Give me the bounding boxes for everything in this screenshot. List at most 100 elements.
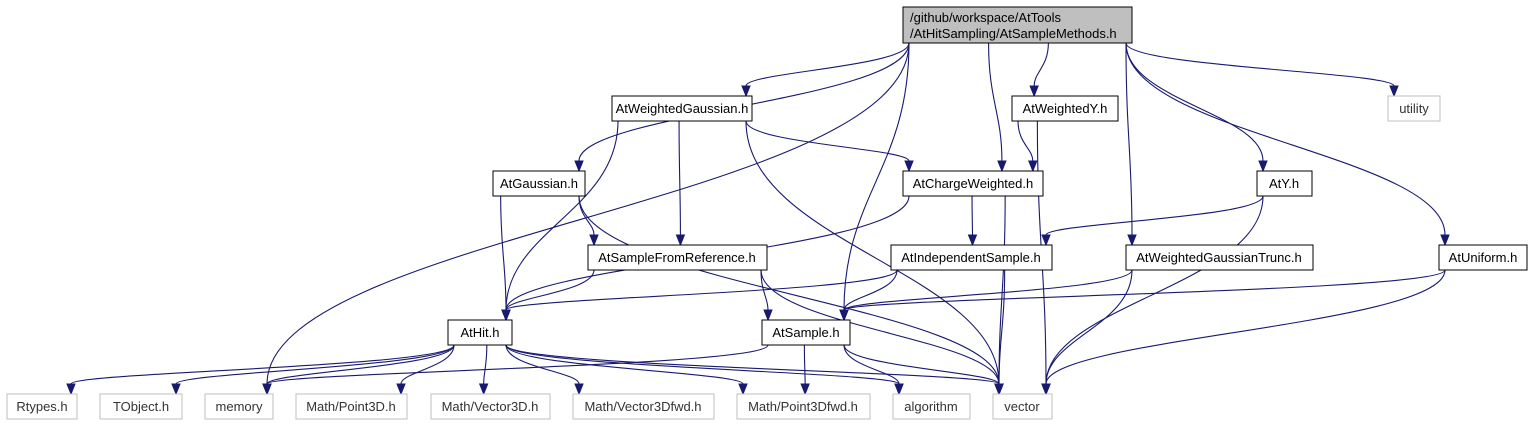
edge-AtWeightedY-to-AtChargeWeighted (1017, 120, 1038, 173)
edge-arrowhead (574, 160, 584, 173)
root-path-line1: /github/workspace/AtTools (910, 10, 1062, 25)
edge-arrowhead (589, 234, 599, 247)
edge-line (843, 269, 898, 311)
edge-AtY-to-vector (1041, 195, 1264, 396)
node-utility[interactable]: utility (1387, 95, 1441, 122)
edge-AtGaussian-to-AtSampleFromReference (578, 195, 599, 247)
node-root-AtSampleMethods[interactable]: /github/workspace/AtTools /AtHitSampling… (902, 6, 1133, 44)
node-AtHit[interactable]: AtHit.h (447, 319, 513, 346)
edge-line (803, 344, 806, 385)
edge-line (1125, 42, 1264, 162)
edge-arrowhead (800, 383, 810, 396)
edge-arrowhead (1041, 234, 1051, 247)
node-Math-Vector3Dfwd[interactable]: Math/Vector3Dfwd.h (572, 393, 715, 420)
edge-line (505, 344, 900, 385)
root-path-line2: /AtHitSampling/AtSampleMethods.h (910, 26, 1117, 41)
label-algorithm: algorithm (904, 399, 957, 414)
label-AtIndependentSample: AtIndependentSample.h (901, 250, 1041, 265)
node-algorithm[interactable]: algorithm (892, 393, 971, 420)
node-Math-Point3Dfwd[interactable]: Math/Point3Dfwd.h (736, 393, 871, 420)
node-Math-Point3D[interactable]: Math/Point3D.h (295, 393, 408, 420)
edge-arrowhead (1029, 85, 1039, 98)
edge-line (1033, 42, 1049, 87)
label-AtHit: AtHit.h (460, 325, 499, 340)
edge-AtWeightedGaussianTrunc-to-AtSample (839, 269, 1133, 322)
edge-line (505, 269, 595, 311)
edge-AtSample-to-Point3Dfwd (800, 344, 810, 396)
edge-line (505, 344, 580, 385)
label-Math-Point3Dfwd: Math/Point3Dfwd.h (748, 399, 858, 414)
label-AtY: AtY.h (1269, 176, 1299, 191)
node-Rtypes[interactable]: Rtypes.h (6, 393, 78, 420)
edge-AtHit-to-Point3Dfwd (505, 344, 748, 396)
node-TObject[interactable]: TObject.h (99, 393, 183, 420)
node-memory[interactable]: memory (204, 393, 274, 420)
edge-line (1045, 269, 1446, 385)
edge-root-to-AtWeightedGaussian (741, 42, 910, 98)
edge-line (678, 120, 681, 236)
edge-arrowhead (738, 383, 748, 396)
edge-line (505, 344, 1000, 385)
edge-arrowhead (967, 234, 978, 247)
edge-arrowhead (66, 383, 76, 396)
node-AtWeightedY[interactable]: AtWeightedY.h (1011, 95, 1119, 122)
label-AtWeightedY: AtWeightedY.h (1023, 101, 1108, 116)
edge-arrowhead (904, 160, 914, 173)
label-AtWeightedGaussianTrunc: AtWeightedGaussianTrunc.h (1136, 250, 1301, 265)
edge-AtHit-to-Rtypes (66, 344, 455, 396)
node-AtWeightedGaussian[interactable]: AtWeightedGaussian.h (611, 95, 753, 122)
node-AtUniform[interactable]: AtUniform.h (1438, 244, 1528, 271)
label-memory: memory (216, 399, 263, 414)
node-AtWeightedGaussianTrunc[interactable]: AtWeightedGaussianTrunc.h (1125, 244, 1314, 271)
edge-line (578, 195, 1000, 385)
edge-line (745, 120, 1000, 385)
node-AtGaussian[interactable]: AtGaussian.h (492, 170, 586, 197)
node-vector[interactable]: vector (992, 393, 1053, 420)
edge-AtWeightedGaussian-to-AtHit (501, 120, 619, 322)
edge-AtWeightedGaussianTrunc-to-vector (1041, 269, 1133, 396)
node-AtSample[interactable]: AtSample.h (761, 319, 851, 346)
edge-line (998, 269, 1006, 385)
node-AtChargeWeighted[interactable]: AtChargeWeighted.h (902, 170, 1044, 197)
edge-arrowhead (478, 383, 489, 396)
edge-line (1125, 42, 1395, 87)
edge-root-to-AtWeightedY (1029, 42, 1049, 98)
edge-AtSample-to-vector (843, 344, 1004, 396)
edge-AtGaussian-to-AtHit (500, 195, 511, 322)
edge-AtSample-to-algorithm (843, 344, 904, 396)
edge-line (1125, 42, 1133, 236)
edge-line (500, 195, 507, 311)
edge-AtY-to-AtIndependentSample (1041, 195, 1264, 247)
edge-arrowhead (763, 309, 773, 322)
node-AtY[interactable]: AtY.h (1256, 170, 1313, 197)
edge-line (175, 344, 455, 385)
label-AtGaussian: AtGaussian.h (500, 176, 578, 191)
label-vector: vector (1004, 399, 1040, 414)
edge-root-to-utility (1125, 42, 1399, 98)
edge-arrowhead (675, 234, 686, 247)
edge-line (843, 344, 900, 385)
label-AtChargeWeighted: AtChargeWeighted.h (913, 176, 1033, 191)
label-Rtypes: Rtypes.h (16, 399, 67, 414)
edge-arrowhead (1440, 234, 1450, 247)
label-AtWeightedGaussian: AtWeightedGaussian.h (616, 101, 749, 116)
edge-line (843, 269, 1133, 311)
edge-AtWeightedGaussian-to-AtChargeWeighted (745, 120, 914, 173)
label-utility: utility (1399, 101, 1429, 116)
edge-line (745, 120, 910, 162)
edge-arrowhead (501, 309, 511, 322)
edge-AtHit-to-algorithm (505, 344, 904, 396)
edge-line (505, 120, 619, 311)
edge-line (505, 269, 898, 311)
edge-arrowhead (741, 85, 751, 98)
edge-arrowhead (994, 383, 1004, 396)
edge-line (266, 344, 769, 385)
node-Math-Vector3D[interactable]: Math/Vector3D.h (430, 393, 551, 420)
edge-line (1045, 195, 1264, 236)
node-AtSampleFromReference[interactable]: AtSampleFromReference.h (587, 244, 768, 271)
edge-arrowhead (894, 383, 904, 396)
edge-AtWeightedGaussian-to-AtSampleFromReference (675, 120, 686, 247)
node-AtIndependentSample[interactable]: AtIndependentSample.h (890, 244, 1053, 271)
edge-line (1017, 120, 1034, 162)
edge-line (843, 269, 1446, 311)
